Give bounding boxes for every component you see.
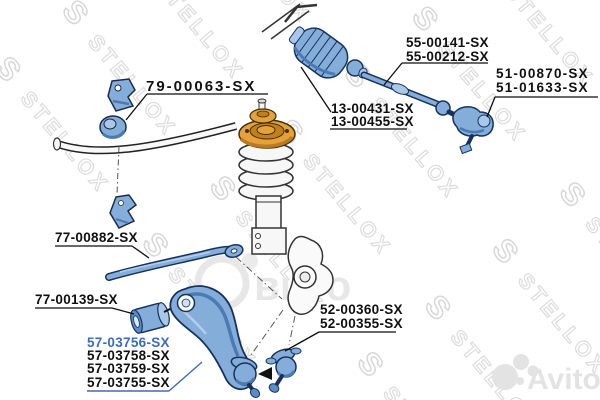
- label-tie-rod-end: 51-00870-SX 51-01633-SX: [496, 67, 589, 94]
- brace-rod-drawing: [105, 244, 244, 281]
- label-brace-rod: 77-00882-SX: [55, 230, 138, 245]
- tie-rod-end-drawing: [452, 106, 494, 155]
- avito-logo: Avito: [492, 354, 600, 396]
- stabilizer-bar-drawing: [52, 122, 238, 155]
- tie-rod-drawing: [360, 71, 460, 119]
- label-ball-joint-1: 52-00360-SX: [320, 302, 403, 317]
- label-control-arm-3: 57-03759-SX: [87, 361, 170, 377]
- avito-logo-circle: [527, 365, 539, 377]
- label-control-arm-selected[interactable]: 57-03756-SX: [87, 335, 170, 350]
- label-control-arm-4: 57-03755-SX: [87, 374, 170, 390]
- ball-joint-drawing: [258, 347, 302, 393]
- avito-logo-text: Avito: [527, 363, 600, 396]
- label-steering-boot-2: 13-00455-SX: [331, 114, 414, 129]
- steering-rack-drawing: [261, 3, 318, 40]
- label-tie-rod-1: 55-00141-SX: [406, 35, 489, 50]
- steering-boot-drawing: [288, 26, 368, 79]
- label-ball-joint: 52-00360-SX 52-00355-SX: [320, 303, 403, 330]
- label-tie-rod-end-2: 51-01633-SX: [496, 79, 589, 95]
- control-arm-drawing: [169, 285, 261, 398]
- dash-lines: [235, 256, 296, 356]
- avito-logo-circle: [513, 354, 529, 370]
- strut-spring-drawing: [238, 98, 296, 231]
- label-steering-boot-1: 13-00431-SX: [331, 101, 414, 116]
- label-stabilizer-bushing: 79-00063-SX: [146, 78, 257, 95]
- stabilizer-bushing-drawing: [99, 78, 136, 139]
- label-arm-bushing: 77-00139-SX: [35, 292, 118, 307]
- label-control-arm-2: 57-03758-SX: [87, 348, 170, 364]
- label-leader-lines: [35, 62, 598, 352]
- strut-bracket-drawing: [251, 227, 287, 255]
- label-tie-rod-end-1: 51-00870-SX: [496, 66, 589, 81]
- avito-logo-circle: [516, 377, 524, 385]
- arm-bushing-drawing: [130, 302, 182, 334]
- avito-logo-circle: [492, 364, 518, 390]
- highlight-leader-line: [87, 361, 203, 392]
- steering-knuckle-drawing: [287, 235, 334, 315]
- label-tie-rod-2: 55-00212-SX: [406, 48, 489, 64]
- label-control-arm: 57-03756-SX 57-03758-SX 57-03759-SX 57-0…: [87, 336, 170, 389]
- label-ball-joint-2: 52-00355-SX: [320, 315, 403, 331]
- label-tie-rod: 55-00141-SX 55-00212-SX: [406, 36, 489, 63]
- label-steering-boot: 13-00431-SX 13-00455-SX: [331, 101, 414, 129]
- stabilizer-link-drawing: [109, 194, 138, 229]
